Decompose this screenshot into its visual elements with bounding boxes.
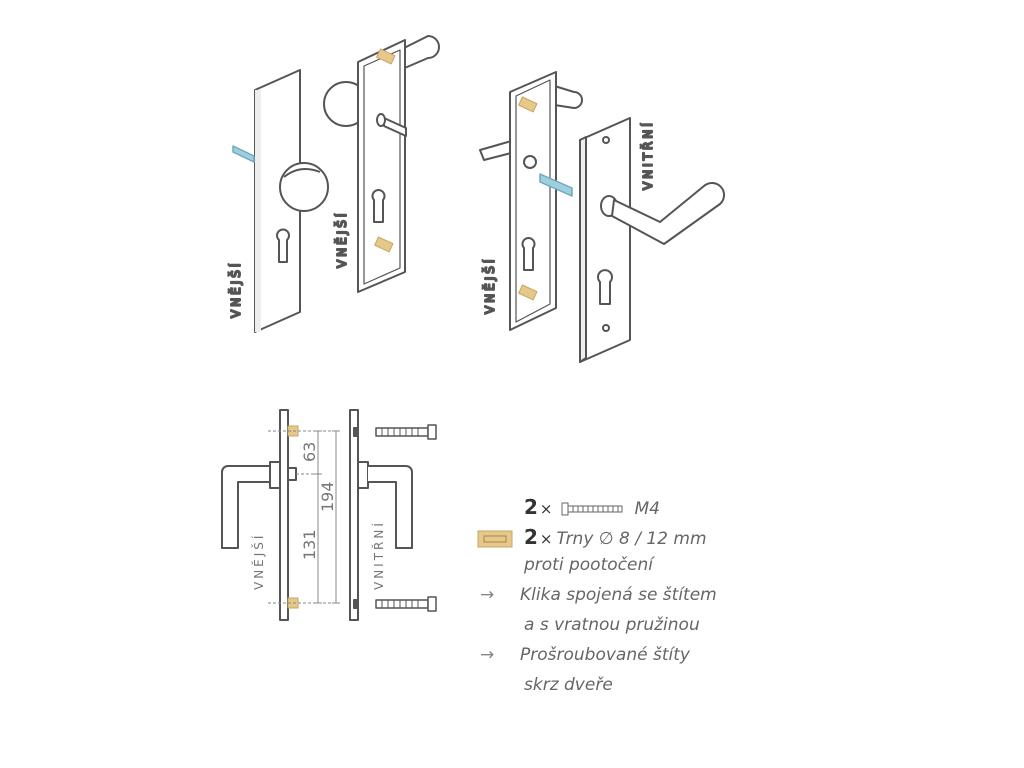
- inner-plate-section: [349, 409, 359, 621]
- spindle-blue-3: [539, 173, 573, 197]
- pin-top-1: [376, 48, 396, 65]
- legend-feature-1: →Klika spojená se štítem: [480, 585, 717, 605]
- pin-bottom-1: [374, 236, 394, 253]
- outer-plate-with-knob: [232, 69, 329, 333]
- keyhole-3: [521, 237, 536, 271]
- label-outer-3: VNĚJŠÍ: [482, 257, 497, 314]
- label-outer-section: VNĚJŠÍ: [251, 533, 266, 590]
- outer-plate-back: [323, 35, 440, 293]
- outer-plate-lever: [479, 71, 583, 331]
- label-outer-2: VNĚJŠÍ: [334, 211, 349, 268]
- pin-icon: [477, 530, 513, 548]
- pin-bottom-3: [518, 284, 538, 301]
- label-inner-section: VNITŘNÍ: [371, 520, 386, 590]
- legend-feature-2: →Prošroubované štíty: [480, 645, 690, 665]
- legend-screws: 2×M4: [524, 495, 660, 519]
- screw-icon: [561, 502, 623, 516]
- dimension-131: 131: [300, 529, 319, 560]
- legend-feature-1-line2: a s vratnou pružinou: [524, 615, 700, 635]
- arrow-right-icon: →: [480, 585, 495, 605]
- legend-pins: 2×Trny ∅ 8 / 12 mm: [524, 525, 707, 549]
- label-inner-4: VNITŘNÍ: [640, 120, 655, 190]
- keyhole-1: [276, 228, 290, 263]
- inner-plate-lever: [579, 117, 726, 363]
- keyhole-2: [371, 189, 386, 223]
- lever-handle: [611, 181, 726, 245]
- outer-lever-section: [221, 465, 270, 549]
- pin-top-3: [518, 96, 538, 113]
- label-outer-1: VNĚJŠÍ: [228, 261, 243, 318]
- outer-plate-section: [279, 409, 289, 621]
- dimension-lines: [268, 430, 340, 604]
- arrow-right-icon: →: [480, 645, 495, 665]
- legend-pins-line2: proti pootočení: [524, 555, 653, 575]
- screw-bottom: [375, 596, 437, 612]
- dimension-194: 194: [318, 481, 337, 512]
- screw-top: [375, 424, 437, 440]
- knob: [279, 162, 329, 212]
- spindle-blue-1: [232, 145, 255, 163]
- dimension-63: 63: [300, 442, 319, 462]
- legend-feature-2-line2: skrz dveře: [524, 675, 613, 695]
- keyhole-4: [597, 269, 613, 305]
- inner-lever-section: [368, 465, 413, 549]
